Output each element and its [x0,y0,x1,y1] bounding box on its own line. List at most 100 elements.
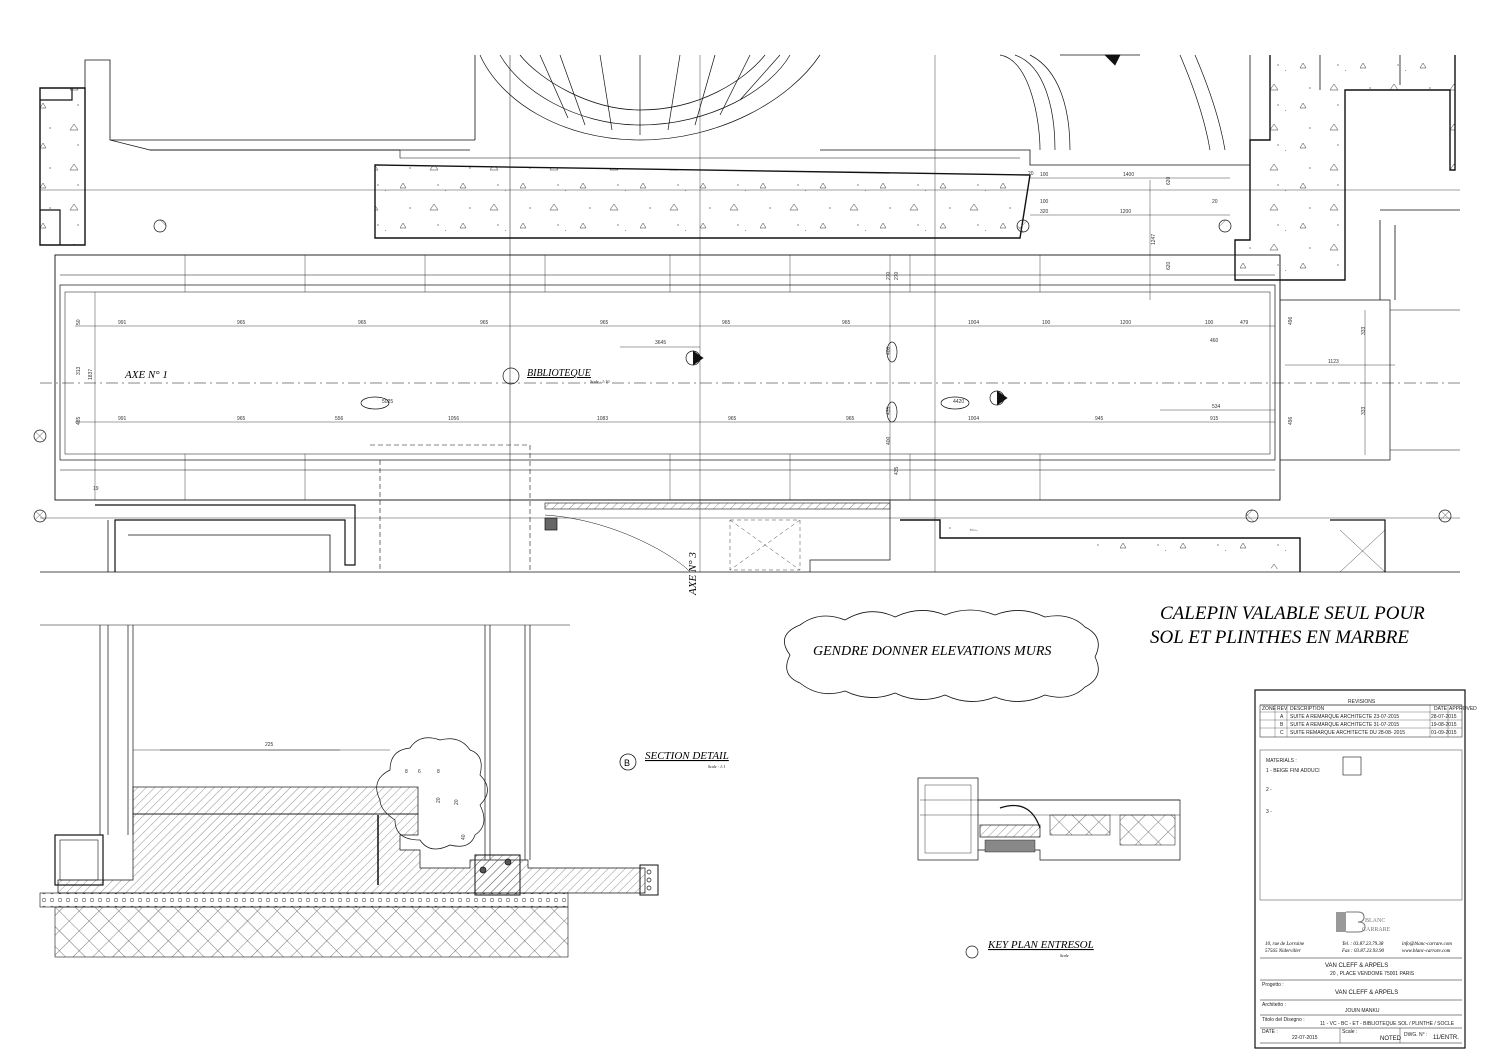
rev-a-letter: A [1280,714,1284,720]
cloud-note: GENDRE DONNER ELEVATIONS MURS [813,644,1051,659]
company-email: info@blanc-carrare.com [1402,942,1452,947]
dim-bottom-label: 965 [846,416,855,422]
dim-misc-label: 5025 [382,399,393,405]
logo-line1: BLANC [1365,918,1385,924]
dim-misc-label: 534 [1212,404,1221,410]
dim-misc-label: 435 [886,406,892,415]
dim-misc-label: 1400 [1123,172,1134,178]
dim-bottom-label: 991 [118,416,127,422]
section-marker-label: BIBLIOTEQUE [527,368,591,379]
dim-misc-label: 50 [76,319,82,325]
architetto-value: JOUIN MANKU [1345,1008,1380,1014]
rev-c-desc: SUITE REMARQUE ARCHITECTE DU 28-08- 2015 [1290,730,1405,736]
dim-misc-label: 320 [1040,209,1049,215]
calepin-note-line2: SOL ET PLINTHES EN MARBRE [1150,627,1409,648]
dim-misc-label: 1837 [88,369,94,380]
dwg-value: 11/ENTR. [1433,1035,1459,1041]
dim-bottom-label: 965 [237,416,246,422]
company-web: www.blanc-carrare.com [1402,949,1451,954]
axe-1-label: AXE N° 1 [124,369,168,381]
dim-top-label: 965 [842,320,851,326]
plan-dimensions: 991 965 965 965 965 965 965 1004 100 1200 100 479 99… [76,171,1367,492]
material-1: 1 - BEIGE FINI ADDUCI [1266,768,1320,774]
section-dim-label: 20 [454,799,460,805]
dim-bottom-label: 1004 [968,416,979,422]
dim-top-label: 965 [358,320,367,326]
section-dim-label: 40 [461,834,467,840]
dim-misc-label: 100 [1040,199,1049,205]
section-marker-letter: B [624,758,630,768]
rev-b-letter: B [1280,722,1284,728]
dim-top-label: 991 [118,320,127,326]
materials-label: MATERIALS : [1266,758,1297,764]
dim-misc-label: 4420 [953,399,964,405]
dim-bottom-label: 965 [728,416,737,422]
key-plan-drawing [917,777,1181,861]
client-name: VAN CLEFF & ARPELS [1325,963,1388,969]
rev-header-approved: APPROVED [1449,706,1477,712]
material-2: 2 - [1266,787,1272,793]
dim-misc-label: 460 [1210,338,1219,344]
rev-b-desc: SUITE A REMARQUE ARCHITECTE 31-07-2015 [1290,722,1399,728]
dim-misc-label: 1123 [1328,359,1339,365]
titolo-label: Titolo del Disegno : [1262,1017,1305,1023]
dim-top-label: 1200 [1120,320,1131,326]
titolo-value: 11 - VC - BC - ET - BIBLIOTEQUE SOL / PL… [1320,1021,1455,1027]
section-dim-label: 6 [418,769,421,775]
rev-b-date: 19-08-2015 [1431,722,1457,728]
axe-3-label: AXE N° 3 [687,552,699,596]
dim-top-label: 965 [480,320,489,326]
dim-misc-label: 400 [886,346,892,355]
key-plan-scale: Scale [1060,953,1069,958]
rev-a-date: 28-07-2015 [1431,714,1457,720]
revisions-label: REVISIONS [1348,699,1376,705]
company-address2: 57565 Niderviller [1265,949,1301,954]
section-detail-drawing [39,624,659,958]
rev-c-letter: C [1280,730,1284,736]
logo-line2: CARRARE [1362,927,1391,933]
section-marker-circle [619,753,637,771]
section-detail-title: SECTION DETAIL [645,750,729,762]
rev-c-date: 01-09-2015 [1431,730,1457,736]
dim-misc-label: 620 [1166,176,1172,185]
floor-plan [33,54,1460,573]
rev-header-rev: REV [1277,706,1288,712]
company-address1: 10, rue de Lorraine [1265,942,1305,947]
dim-misc-label: 313 [76,366,82,375]
calepin-note-line1: CALEPIN VALABLE SEUL POUR [1160,603,1425,624]
dim-misc-label: 3645 [655,340,666,346]
client-address: 20 , PLACE VENDOME 75001 PARIS [1330,971,1415,977]
dim-misc-label: 100 [1040,172,1049,178]
section-dim-label: 8 [405,769,408,775]
scale-label: Scale : [1342,1029,1357,1035]
dim-misc-label: 333 [1361,406,1367,415]
dim-misc-label: 496 [1288,316,1294,325]
section-dim-label: 20 [436,797,442,803]
dwg-label: DWG. N° : [1404,1032,1427,1038]
dim-misc-label: 270 [886,271,892,280]
progetto-label: Progetto : [1262,982,1284,988]
company-fax: Fax : 03.87.23.93.90 [1341,949,1384,954]
dim-top-label: 965 [237,320,246,326]
note-cloud [783,609,1099,702]
dim-misc-label: 485 [76,416,82,425]
staircase [479,54,1226,151]
material-3: 3 - [1266,809,1272,815]
title-block [1254,689,1466,1049]
key-plan-marker [965,945,979,959]
dim-top-label: 479 [1240,320,1249,326]
dim-top-label: 965 [722,320,731,326]
dim-bottom-label: 945 [1095,416,1104,422]
dim-misc-label: 400 [886,436,892,445]
dim-bottom-label: 1083 [597,416,608,422]
dim-misc-label: 19 [93,486,99,492]
dim-misc-label: 620 [1166,261,1172,270]
date-value: 22-07-2015 [1292,1035,1318,1041]
scale-value: NOTED [1380,1036,1402,1042]
progetto-value: VAN CLEFF & ARPELS [1335,990,1398,996]
section-dim-label: 225 [265,742,274,748]
dim-misc-label: 333 [1361,326,1367,335]
dim-misc-label: 435 [894,466,900,475]
